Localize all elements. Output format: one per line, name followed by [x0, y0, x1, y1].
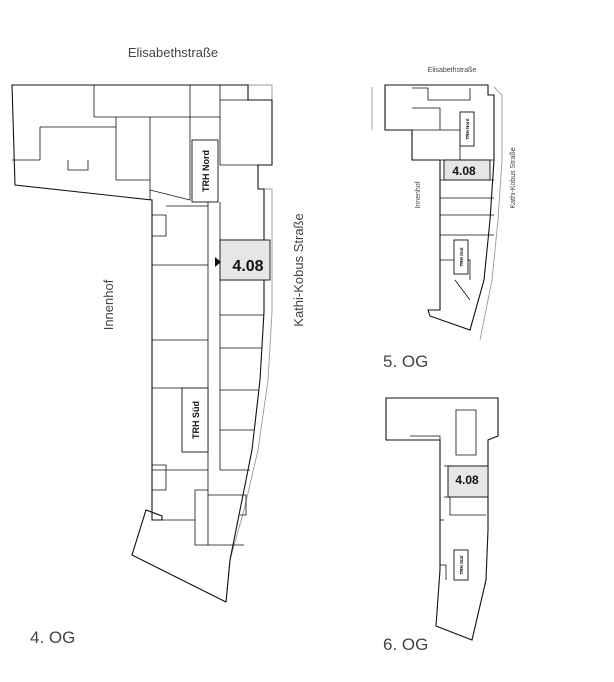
south-end-rooms	[145, 509, 208, 546]
north-wing-rooms	[12, 85, 258, 201]
unit-4-08-6og[interactable]	[447, 465, 489, 498]
unit-4-08-label-6og: 4.08	[455, 473, 479, 487]
core-trh-nord-label-5og: TRH Nord	[465, 118, 470, 139]
building-outline	[11, 84, 273, 603]
floor-plan-4og: TRH Nord 4.08 TRH Süd Elisabethstraße Ka…	[11, 45, 306, 647]
floor-label-6og: 6. OG	[383, 635, 428, 654]
unit-4-08-label-5og: 4.08	[452, 164, 476, 178]
unit-4-08[interactable]	[219, 239, 271, 281]
rooms-5og	[412, 87, 494, 301]
core-trh-nord-5og	[459, 111, 475, 147]
core-trh-nord-label: TRH Nord	[201, 150, 211, 192]
unit-entry-arrow	[215, 257, 221, 267]
corridor	[152, 202, 244, 546]
floor-label-5og: 5. OG	[383, 352, 428, 371]
street-label-kathi-kobus-5og: Kathi-Kobus Straße	[510, 147, 517, 208]
core-trh-sued-6og	[453, 549, 469, 581]
core-trh-nord	[191, 139, 219, 203]
unit-4-08-label: 4.08	[232, 258, 263, 275]
courtyard-label-5og: Innenhof	[415, 181, 422, 208]
floor-label-4og: 4. OG	[30, 628, 75, 647]
street-label-kathi-kobus: Kathi-Kobus Straße	[291, 213, 306, 326]
unit-4-08-5og[interactable]	[443, 159, 491, 181]
building-outline-6og	[385, 397, 499, 641]
facade-outline	[225, 84, 273, 603]
floor-plan-5og: TRH Nord 4.08 TRH Süd Elisabethstraße Ka…	[371, 67, 517, 371]
street-label-elisabethstrasse: Elisabethstraße	[128, 45, 218, 60]
core-trh-sued-label-5og: TRH Süd	[459, 247, 464, 266]
facade-outline-5og	[371, 86, 503, 341]
core-trh-sued-label: TRH Süd	[191, 401, 201, 439]
courtyard-label: Innenhof	[101, 279, 116, 330]
core-trh-sued-5og	[453, 239, 469, 275]
street-label-elisabethstrasse-5og: Elisabethstraße	[428, 67, 477, 74]
floor-plan-6og: 4.08 TRH Süd 6. OG	[383, 397, 499, 654]
building-outline-5og	[384, 84, 495, 331]
core-trh-sued-label-6og: TRH Süd	[459, 555, 464, 574]
core-trh-sued	[181, 387, 209, 453]
east-units	[208, 239, 264, 516]
